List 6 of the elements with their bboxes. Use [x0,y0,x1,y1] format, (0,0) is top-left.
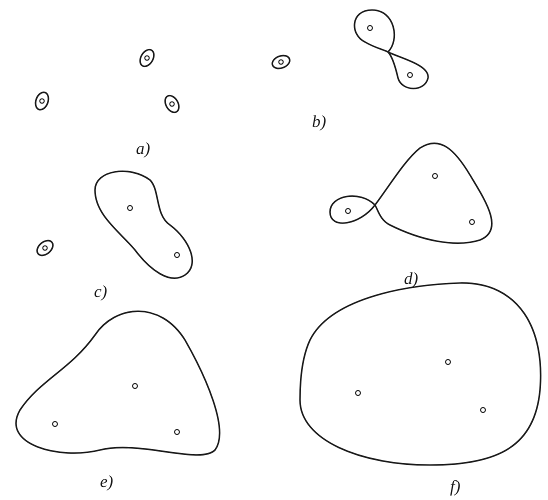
figure-label: c) [94,283,108,300]
figure-label: f) [450,478,460,495]
figure-label: d) [404,270,418,287]
figure-label: b) [312,113,326,130]
figure-label: e) [100,473,114,490]
figure-label: a) [136,140,150,157]
